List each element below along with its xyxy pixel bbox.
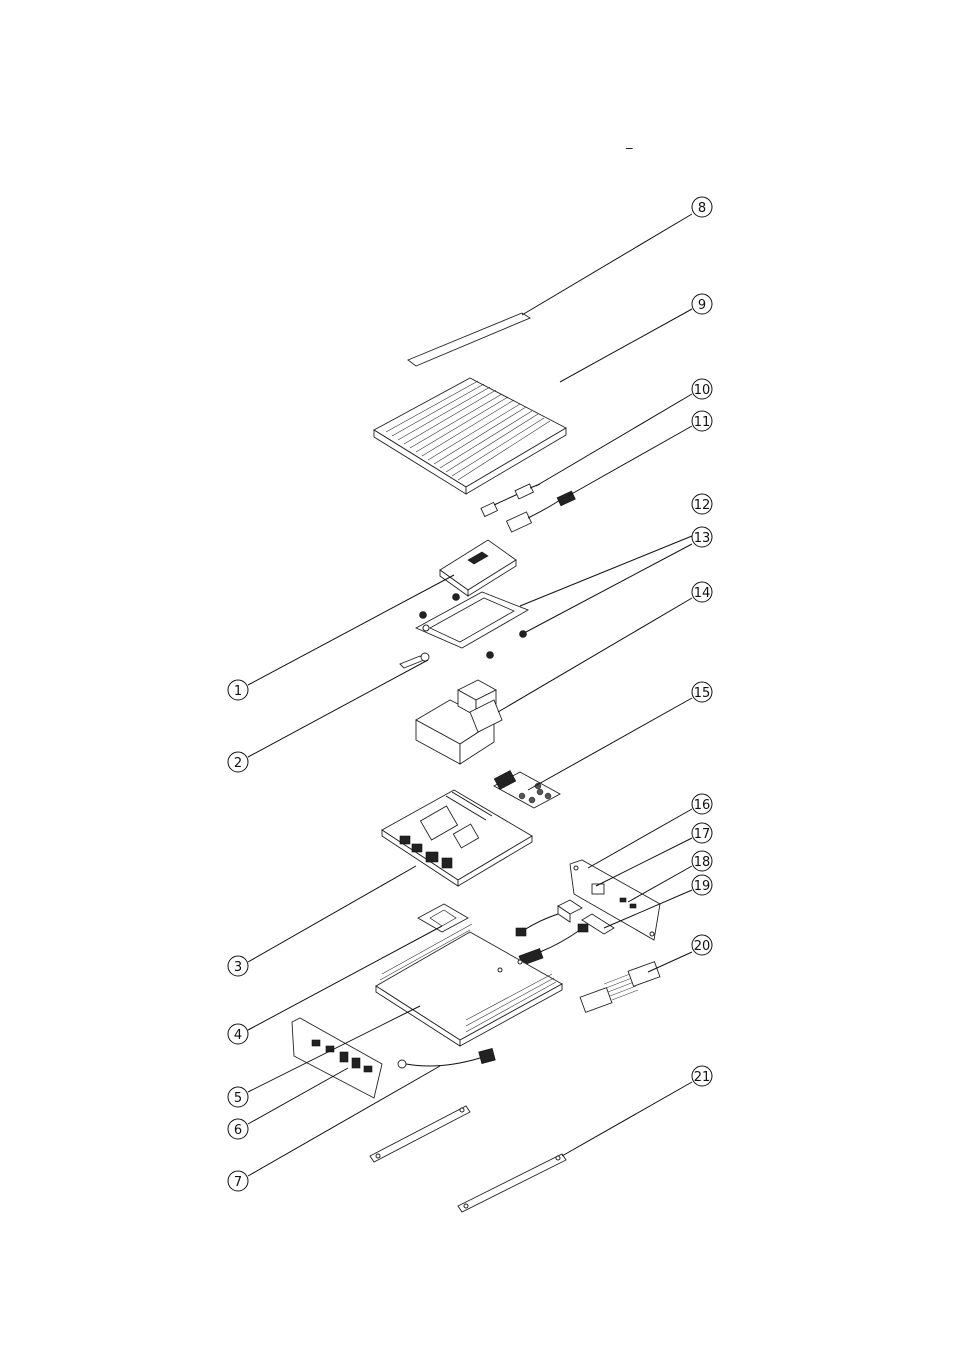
callout-15: 15	[692, 682, 712, 702]
part-internal-cable	[519, 924, 588, 965]
callout-label: 18	[694, 855, 711, 870]
part-dc-jack	[516, 900, 582, 936]
callout-4: 4	[228, 1024, 248, 1044]
callout-10: 10	[692, 379, 712, 399]
part-power-cable	[506, 491, 575, 532]
callout-6: 6	[228, 1119, 248, 1139]
callout-label: 6	[234, 1123, 242, 1138]
callout-2: 2	[228, 752, 248, 772]
callout-label: 8	[698, 201, 706, 216]
callout-13: 13	[692, 527, 712, 547]
callout-11: 11	[692, 411, 712, 431]
part-heatsink-cover	[374, 378, 566, 494]
callout-5: 5	[228, 1087, 248, 1107]
callout-label: 11	[694, 415, 711, 430]
callout-label: 2	[234, 756, 242, 771]
part-mounting-bracket-left	[370, 1106, 470, 1162]
callout-9: 9	[692, 294, 712, 314]
callout-1: 1	[228, 680, 248, 700]
part-hdd-bracket	[416, 592, 528, 648]
part-mounting-bracket	[458, 1154, 566, 1212]
callout-label: 21	[694, 1070, 711, 1085]
callout-label: 4	[234, 1028, 242, 1043]
part-power-board	[494, 770, 560, 808]
callout-label: 20	[694, 939, 711, 954]
callout-18: 18	[692, 851, 712, 871]
callout-label: 13	[694, 531, 711, 546]
callout-label: 19	[694, 879, 711, 894]
callout-16: 16	[692, 794, 712, 814]
callout-label: 10	[694, 383, 711, 398]
callout-label: 16	[694, 798, 711, 813]
callout-label: 15	[694, 686, 711, 701]
part-bottom-chassis	[376, 924, 562, 1046]
part-cable	[398, 1048, 495, 1068]
part-thermal-pad	[408, 313, 530, 366]
callout-label: 9	[698, 298, 706, 313]
part-motherboard	[382, 790, 532, 886]
callout-12: 12	[692, 494, 712, 514]
callout-17: 17	[692, 823, 712, 843]
callout-7: 7	[228, 1171, 248, 1191]
callout-19: 19	[692, 875, 712, 895]
callout-14: 14	[692, 582, 712, 602]
callout-20: 20	[692, 935, 712, 955]
callout-3: 3	[228, 956, 248, 976]
callout-21: 21	[692, 1066, 712, 1086]
callout-label: 5	[234, 1091, 242, 1106]
part-ribbon-cable	[580, 962, 660, 1013]
part-standoff	[400, 653, 429, 668]
title-mark: _	[625, 135, 633, 150]
callout-label: 3	[234, 960, 242, 975]
part-ssd	[440, 540, 516, 596]
callout-label: 17	[694, 827, 711, 842]
callout-label: 12	[694, 498, 711, 513]
part-sata-cable	[481, 484, 540, 516]
part-cpu-heat-block	[416, 680, 502, 764]
part-cpu-backplate	[418, 904, 468, 932]
callout-label: 7	[234, 1175, 242, 1190]
callout-label: 1	[234, 684, 242, 699]
callout-8: 8	[692, 197, 712, 217]
part-front-io-panel	[292, 1018, 382, 1098]
callout-label: 14	[694, 586, 711, 601]
